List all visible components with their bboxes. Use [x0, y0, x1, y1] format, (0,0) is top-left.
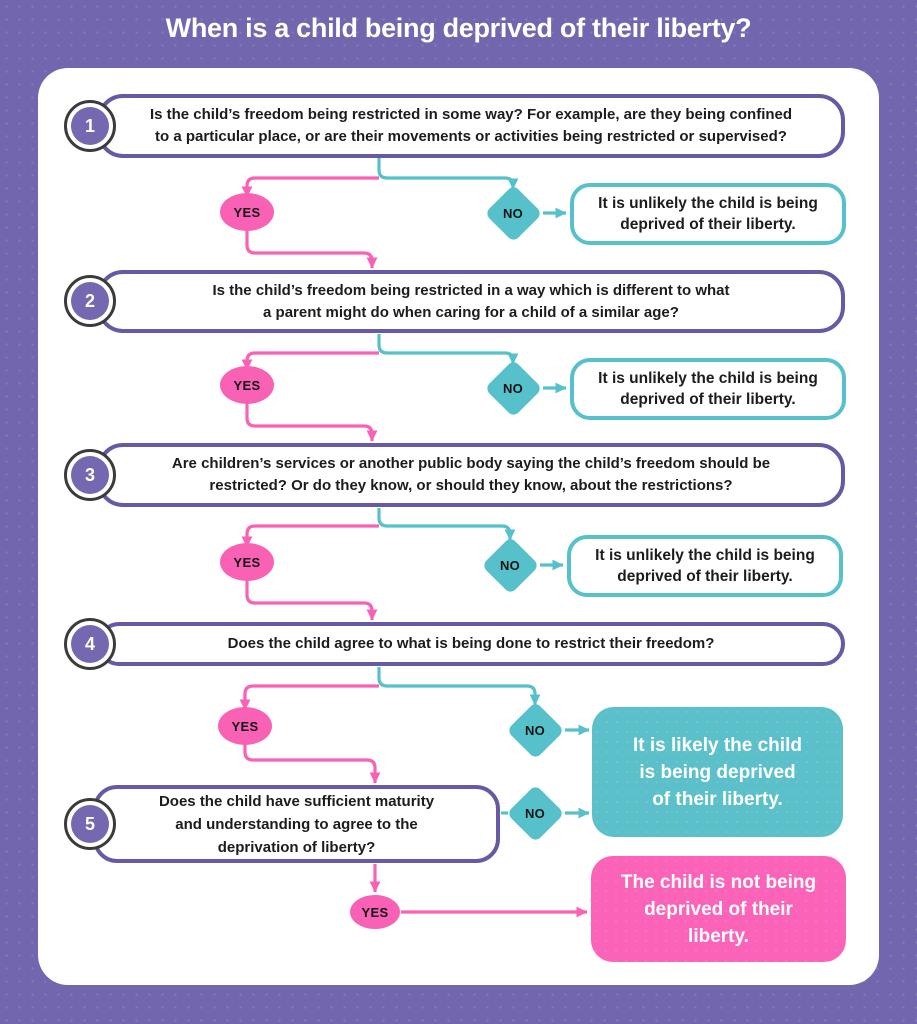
- step-4-number-badge: 4: [64, 618, 116, 670]
- outcome-not-deprived-box: The child is not being deprived of their…: [591, 856, 846, 962]
- step-5-number-badge: 5: [64, 798, 116, 850]
- step-5-number: 5: [71, 805, 109, 843]
- no-node-4: NO: [506, 701, 564, 759]
- step-1-number-badge: 1: [64, 100, 116, 152]
- step-3-number-badge: 3: [64, 449, 116, 501]
- yes-node-2: YES: [220, 366, 274, 404]
- no-node-1: NO: [484, 184, 542, 242]
- outcome-unlikely-3: It is unlikely the child is being depriv…: [567, 535, 843, 597]
- flowchart-title: When is a child being deprived of their …: [165, 13, 752, 43]
- outcome-likely-box: It is likely the child is being deprived…: [592, 707, 843, 837]
- step-2-question-text: Is the child’s freedom being restricted …: [212, 281, 730, 321]
- step-1-question-text: Is the child’s freedom being restricted …: [149, 106, 793, 145]
- outcome-unlikely-2: It is unlikely the child is being depriv…: [570, 358, 846, 420]
- step-4-question-text: Does the child agree to what is being do…: [227, 635, 715, 652]
- outcome-unlikely-1: It is unlikely the child is being depriv…: [570, 183, 846, 245]
- step-4-question-box: Does the child agree to what is being do…: [97, 622, 845, 666]
- yes-node-5: YES: [350, 895, 400, 929]
- step-5-question-box: Does the child have sufficient maturity …: [93, 785, 500, 863]
- step-3-question-box: Are children’s services or another publi…: [97, 443, 845, 507]
- step-1-number: 1: [71, 107, 109, 145]
- step-3-question-text: Are children’s services or another publi…: [171, 455, 771, 494]
- yes-node-4: YES: [218, 707, 272, 745]
- step-2-question-box: Is the child’s freedom being restricted …: [97, 270, 845, 333]
- yes-node-1: YES: [220, 193, 274, 231]
- yes-node-3: YES: [220, 543, 274, 581]
- step-2-number-badge: 2: [64, 275, 116, 327]
- step-2-number: 2: [71, 282, 109, 320]
- step-1-question-box: Is the child’s freedom being restricted …: [97, 94, 845, 158]
- no-node-2: NO: [484, 359, 542, 417]
- no-node-3: NO: [481, 536, 539, 594]
- step-5-question-text: Does the child have sufficient maturity …: [158, 792, 435, 856]
- step-3-number: 3: [71, 456, 109, 494]
- no-node-5: NO: [506, 784, 564, 842]
- step-4-number: 4: [71, 625, 109, 663]
